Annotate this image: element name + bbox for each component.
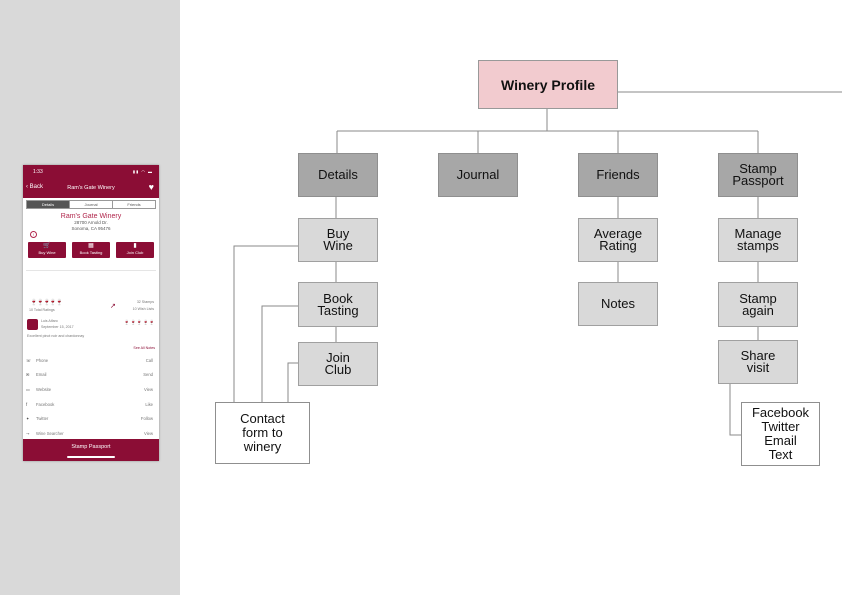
node-stamp-again: Stamp again <box>718 282 798 327</box>
stamps-count: 32 Stamps <box>136 300 154 304</box>
connector-line <box>233 245 298 402</box>
node-notes: Notes <box>578 282 658 326</box>
contact-label: Email <box>36 372 47 377</box>
contact-label: Facebook <box>36 402 55 407</box>
reviewer-name: Luis Alfaro <box>41 319 58 323</box>
total-ratings: 10 Total Ratings <box>29 308 55 312</box>
contact-action: Send <box>143 372 153 377</box>
buy-wine-button[interactable]: 🛒Buy Wine <box>28 242 66 258</box>
stamp-passport-footer-button[interactable]: Stamp Passport <box>23 439 159 461</box>
address-line1: 28700 Arnold Dr. <box>74 220 108 225</box>
calendar-icon: ▦ <box>88 243 94 249</box>
contact-row-email[interactable]: ✉ Email Send <box>26 372 156 377</box>
node-manage-stamps: Manage stamps <box>718 218 798 262</box>
home-indicator <box>67 456 115 458</box>
status-time: 1:33 <box>33 169 43 175</box>
contact-label: Wine Searcher <box>36 431 64 436</box>
review-date: September 15, 2017 <box>41 325 74 329</box>
cart-icon: 🛒 <box>43 243 51 249</box>
phone-icon: ☏ <box>26 358 32 363</box>
node-contact-form: Contact form to winery <box>215 402 310 464</box>
contact-row-website[interactable]: ▭ Website View <box>26 387 156 392</box>
mail-icon: ✉ <box>26 372 30 377</box>
twitter-icon: ✦ <box>26 416 30 421</box>
book-tasting-button[interactable]: ▦Book Tasting <box>72 242 110 258</box>
action-buttons: 🛒Buy Wine ▦Book Tasting ▮Join Club <box>28 242 154 258</box>
node-stamp-passport: Stamp Passport <box>718 153 798 197</box>
search-icon: ⊸ <box>26 431 30 436</box>
heart-icon[interactable]: ♥ <box>148 182 154 192</box>
trending-icon: ↗ <box>110 303 116 310</box>
divider <box>26 270 156 271</box>
contact-action: Follow <box>140 416 153 421</box>
tab-details[interactable]: Details <box>27 201 70 208</box>
connector-line <box>287 362 298 402</box>
contact-label: Phone <box>36 358 49 363</box>
node-journal: Journal <box>438 153 518 197</box>
back-label: Back <box>29 184 44 190</box>
connector-line <box>729 384 741 436</box>
tab-bar: Details Journal Friends <box>26 200 156 209</box>
join-club-button[interactable]: ▮Join Club <box>116 242 154 258</box>
tab-journal[interactable]: Journal <box>70 201 113 208</box>
avatar <box>27 319 38 330</box>
node-buy-wine: Buy Wine <box>298 218 378 262</box>
address-line2: Sonoma, CA 95476 <box>71 226 111 231</box>
node-share-visit: Share visit <box>718 340 798 384</box>
wine-glass-icon: 🍷🍷🍷🍷🍷 <box>30 300 63 306</box>
phone-mockup-panel: 1:33 ▮▮ ◠ ▬ ‹ Back Ram's Gate Winery ♥ D… <box>0 0 180 595</box>
contact-row-phone[interactable]: ☏ Phone Call <box>26 358 156 363</box>
node-details: Details <box>298 153 378 197</box>
footer-label: Stamp Passport <box>71 444 111 450</box>
phone-mockup: 1:33 ▮▮ ◠ ▬ ‹ Back Ram's Gate Winery ♥ D… <box>23 165 159 461</box>
see-all-notes-link[interactable]: See All Notes <box>133 346 155 350</box>
buy-wine-label: Buy Wine <box>38 250 56 255</box>
contact-action: View <box>143 387 153 392</box>
node-share-channels: Facebook Twitter Email Text <box>741 402 820 466</box>
contact-label: Twitter <box>36 416 49 421</box>
node-average-rating: Average Rating <box>578 218 658 262</box>
node-book-tasting: Book Tasting <box>298 282 378 327</box>
app-header: 1:33 ▮▮ ◠ ▬ ‹ Back Ram's Gate Winery ♥ <box>23 165 159 198</box>
alert-icon[interactable]: ! <box>30 231 37 238</box>
review-text: Excellent pinot noir and chardonnay <box>27 334 85 338</box>
wish-lists-count: 10 Wish Lists <box>132 307 154 311</box>
contact-action: View <box>143 431 153 436</box>
contact-action: Like <box>145 402 153 407</box>
node-join-club: Join Club <box>298 342 378 386</box>
book-tasting-label: Book Tasting <box>79 250 103 255</box>
facebook-icon: f <box>26 402 28 407</box>
contact-row-twitter[interactable]: ✦ Twitter Follow <box>26 416 156 421</box>
contact-row-wine-searcher[interactable]: ⊸ Wine Searcher View <box>26 431 156 436</box>
browser-icon: ▭ <box>26 387 30 392</box>
contact-action: Call <box>145 358 153 363</box>
bottle-icon: ▮ <box>133 243 137 249</box>
contact-row-facebook[interactable]: f Facebook Like <box>26 402 156 407</box>
status-icons: ▮▮ ◠ ▬ <box>132 169 153 174</box>
node-winery-profile: Winery Profile <box>478 60 618 109</box>
winery-name: Ram's Gate Winery <box>60 213 122 220</box>
join-club-label: Join Club <box>126 250 144 255</box>
node-friends: Friends <box>578 153 658 197</box>
connector-line <box>261 305 298 402</box>
contact-label: Website <box>36 387 52 392</box>
wine-glass-icon: 🍷🍷🍷🍷🍷 <box>123 320 155 326</box>
tab-friends[interactable]: Friends <box>127 202 141 207</box>
header-title: Ram's Gate Winery <box>67 185 115 191</box>
back-button[interactable]: ‹ Back <box>26 184 44 190</box>
